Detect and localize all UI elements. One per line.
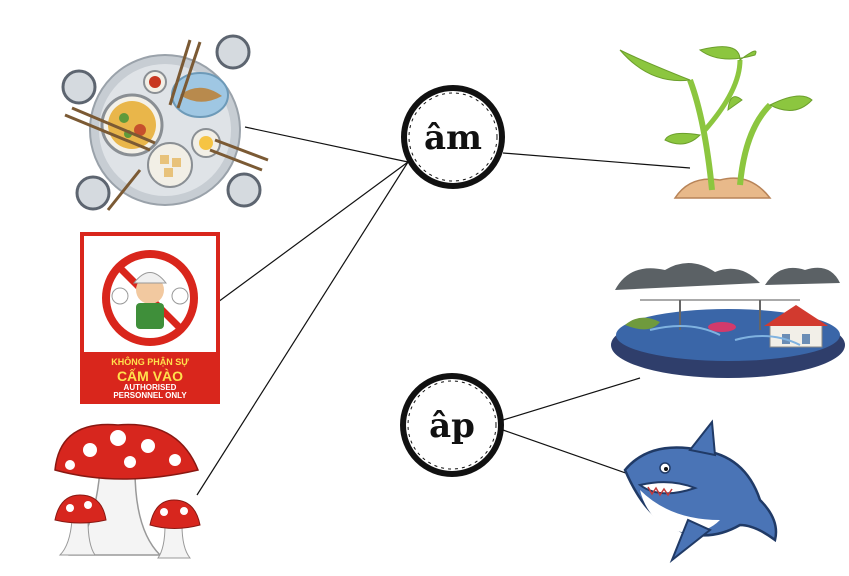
line-sign-am [217, 161, 409, 303]
no-entry-sign-picture[interactable]: KHÔNG PHẬN SỰ CẤM VÀO AUTHORISED PERSONN… [80, 232, 220, 404]
sign-line-4: PERSONNEL ONLY [113, 391, 187, 400]
line-ap-flood [502, 377, 641, 421]
node-ap[interactable]: âp [400, 373, 504, 477]
node-am-label: âm [424, 118, 482, 158]
sprout-picture[interactable] [619, 46, 813, 199]
line-am-sprout [502, 152, 691, 169]
line-food-am [244, 126, 409, 163]
sign-line-3: AUTHORISED [124, 383, 177, 392]
mushrooms-picture[interactable] [54, 423, 201, 559]
flood-picture[interactable] [611, 262, 845, 378]
node-am[interactable]: âm [401, 85, 505, 189]
connection-lines [196, 126, 691, 496]
food-tray-picture[interactable] [61, 34, 269, 211]
line-ap-shark [502, 429, 641, 479]
sign-line-2: CẤM VÀO [117, 368, 183, 384]
node-ap-label: âp [429, 406, 475, 446]
shark-picture[interactable] [623, 419, 778, 564]
line-mushroom-am [196, 161, 409, 496]
sign-line-1: KHÔNG PHẬN SỰ [111, 356, 189, 367]
